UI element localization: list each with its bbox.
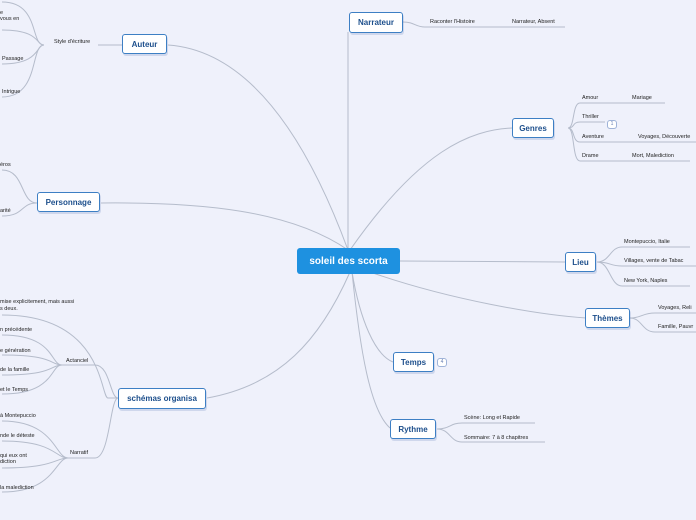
leaf-personnage-arite[interactable]: arité [0, 208, 11, 214]
leaf-actanciel-item-3[interactable]: de la famille [0, 367, 30, 373]
leaf-schemas-intro-1[interactable]: mise explicitement, mais aussi [0, 299, 75, 305]
topic-genres-label: Genres [519, 123, 547, 133]
leaf-genre-amour[interactable]: Amour [582, 95, 599, 101]
topic-lieu[interactable]: Lieu [565, 252, 596, 272]
leaf-theme-famille[interactable]: Famille, Pauvr [658, 324, 694, 330]
leaf-narratif-item-5[interactable]: la malediction [0, 485, 34, 491]
leaf-personnage-eros[interactable]: éros [0, 162, 11, 168]
leaf-theme-voyages[interactable]: Voyages, Reli [658, 305, 692, 311]
leaf-schemas-intro-2[interactable]: s deux. [0, 306, 18, 312]
leaf-auteur-vous-en[interactable]: vous en [0, 16, 20, 22]
leaf-auteur-passage[interactable]: Passage [2, 56, 24, 62]
topic-genres[interactable]: Genres [512, 118, 554, 138]
topic-auteur[interactable]: Auteur [122, 34, 167, 54]
leaf-narratif[interactable]: Narratif [70, 450, 89, 456]
leaf-rythme-sommaire[interactable]: Sommaire: 7 à 8 chapitres [464, 435, 529, 441]
leaf-genre-thriller[interactable]: Thriller [582, 114, 599, 120]
central-topic[interactable]: soleil des scorta [297, 248, 400, 274]
leaf-genre-aventure[interactable]: Aventure [582, 134, 604, 140]
leaf-narratif-item-1[interactable]: à Montepuccio [0, 413, 36, 419]
leaf-auteur-intrigue[interactable]: Intrigue [2, 89, 21, 95]
topic-themes-label: Thèmes [592, 313, 623, 323]
leaf-actanciel-item-1[interactable]: n précédente [0, 327, 33, 333]
topic-rythme-label: Rythme [398, 424, 428, 434]
topic-temps[interactable]: Temps [393, 352, 434, 372]
leaf-lieu-new-york[interactable]: New York, Naples [624, 278, 668, 284]
leaf-narratif-item-2[interactable]: nde le déteste [0, 433, 35, 439]
leaf-raconter[interactable]: Raconter l'Histoire [430, 19, 475, 25]
leaf-lieu-montepuccio[interactable]: Montepuccio, Italie [624, 239, 670, 245]
leaf-narrateur-absent[interactable]: Narrateur, Absent [512, 19, 555, 25]
leaf-genre-voyages[interactable]: Voyages, Découverte [638, 134, 691, 140]
leaf-narratif-item-4[interactable]: diction [0, 459, 16, 465]
topic-narrateur[interactable]: Narrateur [349, 12, 403, 33]
temps-collapsed-count-badge[interactable]: 4 [437, 358, 447, 367]
topic-themes[interactable]: Thèmes [585, 308, 630, 328]
leaf-rythme-scene[interactable]: Scène: Long et Rapide [464, 415, 520, 421]
leaf-lieu-villages[interactable]: Villages, vente de Tabac [624, 258, 684, 264]
leaf-actanciel-item-4[interactable]: et le Temps [0, 387, 29, 393]
leaf-genre-mort[interactable]: Mort, Malediction [632, 153, 674, 159]
leaf-genre-drame[interactable]: Drame [582, 153, 599, 159]
topic-rythme[interactable]: Rythme [390, 419, 436, 439]
topic-narrateur-label: Narrateur [357, 18, 394, 27]
leaf-style-ecriture[interactable]: Style d'écriture [54, 39, 91, 45]
central-topic-label: soleil des scorta [309, 255, 388, 267]
topic-auteur-label: Auteur [131, 39, 158, 49]
leaf-narratif-item-3[interactable]: qui eux ont [0, 453, 27, 459]
thriller-collapsed-count-badge[interactable]: 1 [607, 120, 617, 129]
topic-lieu-label: Lieu [572, 257, 589, 267]
leaf-actanciel[interactable]: Actanciel [66, 358, 89, 364]
topic-personnage-label: Personnage [45, 197, 92, 207]
leaf-auteur-e[interactable]: e [0, 10, 4, 16]
topic-personnage[interactable]: Personnage [37, 192, 100, 212]
leaf-genre-mariage[interactable]: Mariage [632, 95, 652, 101]
leaf-actanciel-item-2[interactable]: e génération [0, 348, 31, 354]
topic-temps-label: Temps [400, 357, 427, 367]
topic-schemas-label: schémas organisa [127, 394, 197, 403]
topic-schemas-organisa[interactable]: schémas organisa [118, 388, 206, 409]
